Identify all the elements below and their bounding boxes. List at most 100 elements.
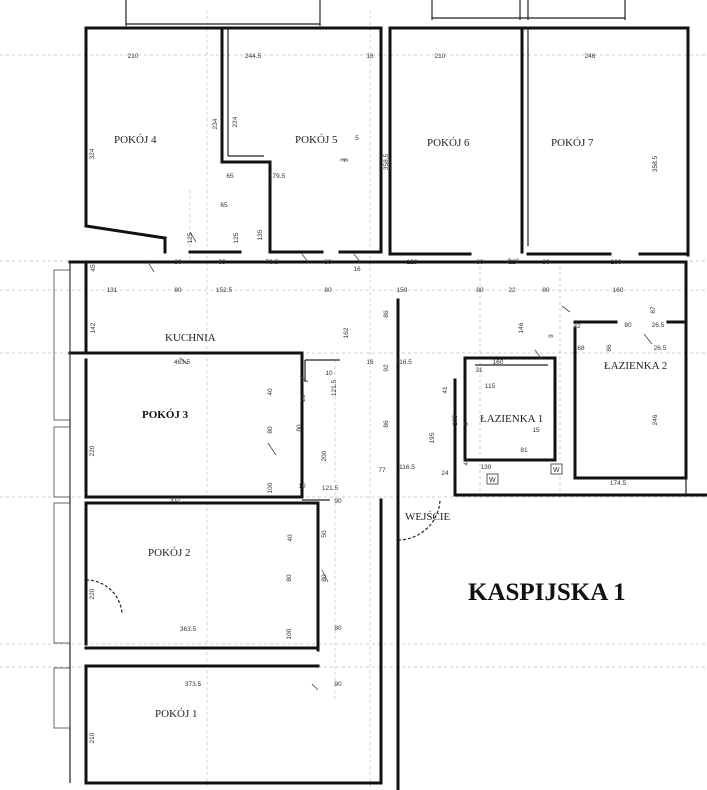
dimension-label: 8 [515, 258, 519, 265]
dimension-label: 40 [463, 458, 470, 466]
dimension-label: 22 [508, 259, 516, 266]
dimension-label: 80 [321, 574, 328, 582]
dimension-label: 142 [90, 322, 97, 333]
dimension-label: 131 [107, 287, 118, 294]
dimension-label: 244.5 [245, 53, 262, 60]
dimension-label: 358.5 [652, 155, 659, 172]
dimension-label: 16 [366, 359, 374, 366]
dimension-label: 463.5 [174, 359, 191, 366]
dimension-label: 16 [366, 53, 374, 60]
dimension-label: 32 [573, 323, 581, 330]
dimension-label: 363.5 [180, 626, 197, 633]
dimension-label: 80 [624, 322, 632, 329]
dimension-label: 159 [397, 287, 408, 294]
dimension-label: 9 [548, 334, 555, 338]
dimension-label: 10 [325, 370, 333, 377]
room-label-pokoj7: POKÓJ 7 [551, 137, 594, 149]
dimension-label: 121.5 [322, 485, 339, 492]
dimension-label: 373.5 [185, 681, 202, 688]
dimension-label: 80 [542, 287, 550, 294]
dimension-label: 3 [340, 158, 347, 162]
top-windows [125, 0, 626, 26]
dimension-label: 80 [324, 259, 332, 266]
dimension-label: 86 [383, 420, 390, 428]
dimension-label: 26.5 [654, 345, 667, 352]
dimension-label: 174.5 [610, 480, 627, 487]
dimension-label: 224 [232, 116, 239, 127]
svg-text:W: W [553, 467, 560, 474]
dimension-label: 165 [452, 414, 459, 425]
dimension-label: 5 [355, 135, 359, 142]
dimension-label: 68 [577, 345, 585, 352]
dimension-label: 87 [650, 306, 657, 314]
dimension-label: 90 [334, 498, 342, 505]
dimension-label: 246 [652, 414, 659, 425]
dimension-label: 195 [429, 432, 436, 443]
dimension-label: 210 [128, 53, 139, 60]
plan-title: KASPIJSKA 1 [468, 579, 626, 606]
guide-lines [0, 10, 707, 790]
dimension-label: 65 [226, 173, 234, 180]
dimension-label: 80 [174, 259, 182, 266]
dimension-label: 160 [493, 359, 504, 366]
dimension-label: 15 [532, 427, 540, 434]
dimension-label: 45 [90, 264, 97, 272]
dimension-label: 324 [89, 148, 96, 159]
dimension-label: 0 [463, 422, 470, 426]
room-label-pokoj6: POKÓJ 6 [427, 137, 470, 149]
dimension-label: 200 [321, 450, 328, 461]
dimension-label: 125 [187, 232, 194, 243]
room-label-pokoj5: POKÓJ 5 [295, 134, 338, 146]
dimension-label: 79.5 [266, 259, 279, 266]
room-label-pokoj3: POKÓJ 3 [142, 409, 189, 421]
window-marker-1: W [486, 473, 499, 485]
room-labels: POKÓJ 4 POKÓJ 5 POKÓJ 6 POKÓJ 7 KUCHNIA … [114, 134, 667, 720]
window-marker-2: W [550, 463, 563, 475]
dimension-label: 162 [343, 327, 350, 338]
dimension-label: 130 [481, 464, 492, 471]
left-windows [53, 269, 71, 729]
dimension-label: 80 [334, 625, 342, 632]
dimension-label: 31 [475, 367, 483, 374]
dimension-label: 65 [220, 202, 228, 209]
entrance-label: WEJŚCIE [405, 511, 451, 523]
door-ticks [147, 231, 653, 691]
dimension-label: 80 [324, 287, 332, 294]
dimension-label: 50 [321, 530, 328, 538]
dimension-label: 160 [613, 287, 624, 294]
dimension-label: 332 [170, 497, 181, 504]
dimension-label: 179.5 [269, 173, 286, 180]
dimension-label: 22 [508, 287, 516, 294]
dimension-label: 16 [353, 266, 361, 273]
dimension-label: 152.5 [216, 287, 233, 294]
room-label-kuchnia: KUCHNIA [165, 332, 216, 344]
dimension-label: 2 [507, 258, 511, 265]
dimension-label: 86 [606, 344, 613, 352]
dimension-label: 246 [585, 53, 596, 60]
dimension-label: 9 [343, 158, 350, 162]
dimension-label: 121.5 [331, 379, 338, 396]
room-label-pokoj4: POKÓJ 4 [114, 134, 157, 146]
dimension-label: 80 [174, 287, 182, 294]
dimension-label: 86 [383, 310, 390, 318]
dimension-label: 100 [286, 628, 293, 639]
dimension-label: 40 [267, 388, 274, 396]
door-arcs [85, 499, 441, 615]
room-label-pokoj2: POKÓJ 2 [148, 547, 190, 559]
dimension-label: 125 [233, 232, 240, 243]
dimension-label: 92 [383, 364, 390, 372]
dimension-label: 220 [89, 588, 96, 599]
dimension-label: 24 [441, 470, 449, 477]
dimension-label: 116.5 [396, 359, 412, 366]
dimension-label: 20 [300, 394, 307, 402]
dimension-label: 358.5 [383, 153, 390, 170]
dimension-label: 80 [476, 287, 484, 294]
dimension-label: 146 [518, 322, 525, 333]
dimension-label: 210 [89, 732, 96, 743]
dimension-label: 116.5 [399, 464, 415, 471]
dimension-label: 90 [334, 681, 342, 688]
dimension-label: 115 [485, 383, 496, 390]
room-label-pokoj1: POKÓJ 1 [155, 708, 197, 720]
